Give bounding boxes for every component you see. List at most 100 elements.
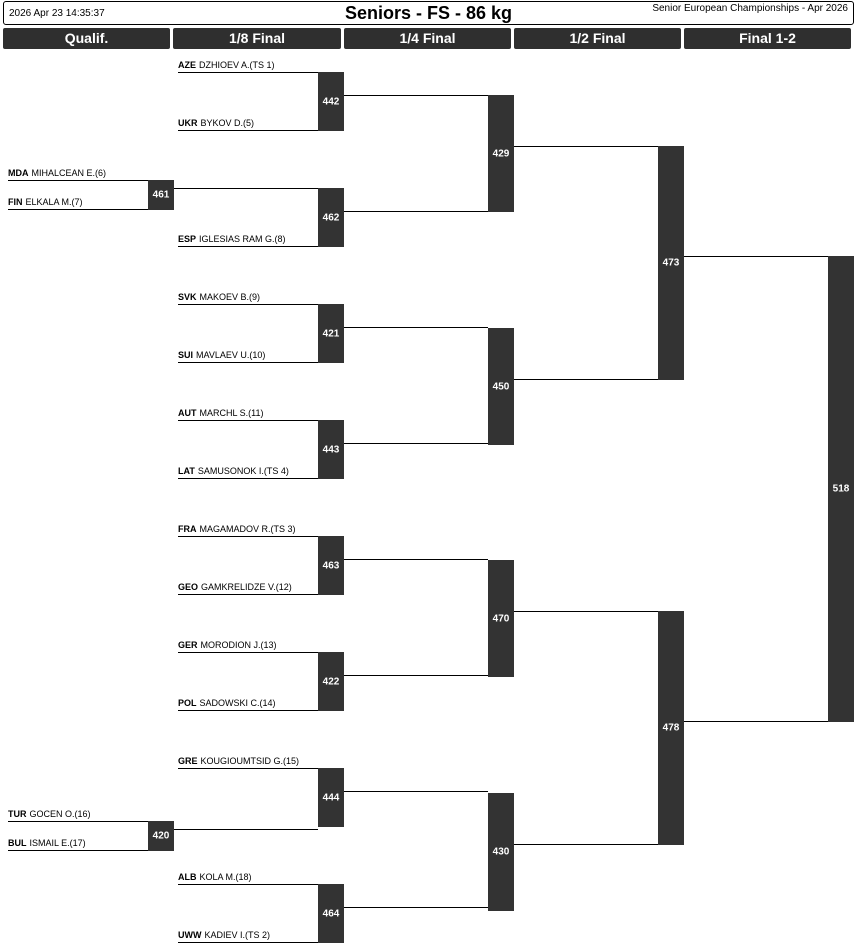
entrant-line — [178, 246, 318, 247]
wrestler-name: MAKOEV B.(9) — [199, 292, 261, 302]
column-header-final: Final 1-2 — [684, 28, 851, 49]
connector-line — [514, 146, 658, 147]
entrant-line — [178, 420, 318, 421]
connector-line — [684, 721, 828, 722]
country-code: GER — [178, 640, 198, 650]
entrant-line — [178, 768, 318, 769]
wrestler-name: KOUGIOUMTSID G.(15) — [200, 756, 300, 766]
bout-box[interactable]: 444 — [318, 768, 344, 827]
bout-box[interactable]: 443 — [318, 420, 344, 479]
bout-number: 420 — [152, 830, 170, 842]
wrestler-name: IGLESIAS RAM G.(8) — [199, 234, 286, 244]
entrant-line — [8, 209, 148, 210]
bout-box[interactable]: 463 — [318, 536, 344, 595]
country-code: LAT — [178, 466, 195, 476]
country-code: BUL — [8, 838, 27, 848]
country-code: AUT — [178, 408, 197, 418]
wrestler-name: GAMKRELIDZE V.(12) — [201, 582, 292, 592]
country-code: FRA — [178, 524, 197, 534]
bout-box[interactable]: 429 — [488, 95, 514, 212]
bout-number: 462 — [322, 212, 340, 223]
entrant-line — [178, 942, 318, 943]
connector-line — [174, 829, 318, 830]
bout-box[interactable]: 422 — [318, 652, 344, 711]
connector-line — [344, 559, 488, 560]
entrant-line — [178, 130, 318, 131]
bout-number: 430 — [492, 846, 510, 858]
bout-box[interactable]: 518 — [828, 256, 854, 722]
bout-number: 444 — [322, 792, 340, 803]
entrant-line — [178, 884, 318, 885]
bout-number: 443 — [322, 444, 340, 455]
country-code: SVK — [178, 292, 197, 302]
column-header-qualif: Qualif. — [3, 28, 170, 49]
bracket-header: 2026 Apr 23 14:35:37 Seniors - FS - 86 k… — [3, 1, 854, 25]
event-name: Senior European Championships - Apr 2026 — [652, 3, 848, 14]
entrant-line — [178, 536, 318, 537]
connector-line — [344, 443, 488, 444]
bout-number: 450 — [492, 381, 510, 392]
wrestler-name: ISMAIL E.(17) — [29, 838, 86, 848]
entrant-line — [8, 180, 148, 181]
bout-number: 421 — [322, 328, 340, 339]
entrant-line — [178, 594, 318, 595]
bout-box[interactable]: 420 — [148, 821, 174, 851]
column-header-eighth-final: 1/8 Final — [173, 28, 341, 49]
connector-line — [684, 256, 828, 257]
country-code: GRE — [178, 756, 198, 766]
bout-box[interactable]: 461 — [148, 180, 174, 210]
bout-box[interactable]: 470 — [488, 560, 514, 677]
bout-number: 461 — [152, 189, 170, 201]
entrant-line — [8, 850, 148, 851]
connector-line — [344, 327, 488, 328]
entrant-line — [178, 72, 318, 73]
country-code: AZE — [178, 60, 196, 70]
bout-box[interactable]: 450 — [488, 328, 514, 445]
bout-number: 518 — [832, 483, 850, 495]
bout-box[interactable]: 462 — [318, 188, 344, 247]
country-code: UWW — [178, 930, 202, 940]
wrestler-name: MIHALCEAN E.(6) — [31, 168, 107, 178]
bout-box[interactable]: 421 — [318, 304, 344, 363]
bout-number: 473 — [662, 257, 680, 269]
country-code: FIN — [8, 197, 23, 207]
bout-number: 463 — [322, 560, 340, 571]
page-title: Seniors - FS - 86 kg — [344, 3, 513, 23]
country-code: UKR — [178, 118, 198, 128]
bout-box[interactable]: 464 — [318, 884, 344, 943]
wrestler-name: GOCEN O.(16) — [29, 809, 91, 819]
wrestler-name: MORODION J.(13) — [200, 640, 277, 650]
connector-line — [344, 791, 488, 792]
timestamp: 2026 Apr 23 14:35:37 — [9, 8, 105, 19]
country-code: GEO — [178, 582, 199, 592]
connector-line — [344, 675, 488, 676]
bout-box[interactable]: 430 — [488, 793, 514, 911]
entrant-line — [178, 304, 318, 305]
column-header-semi-final: 1/2 Final — [514, 28, 681, 49]
wrestler-name: DZHIOEV A.(TS 1) — [199, 60, 275, 70]
bout-number: 429 — [492, 148, 510, 159]
bout-box[interactable]: 473 — [658, 146, 684, 380]
bout-box[interactable]: 442 — [318, 72, 344, 131]
wrestler-name: MAVLAEV U.(10) — [196, 350, 266, 360]
entrant-line — [178, 362, 318, 363]
entrant-line — [8, 821, 148, 822]
connector-line — [344, 907, 488, 908]
bout-box[interactable]: 478 — [658, 611, 684, 845]
column-header-quarter-final: 1/4 Final — [344, 28, 511, 49]
connector-line — [174, 188, 318, 189]
wrestler-name: KOLA M.(18) — [199, 872, 252, 882]
country-code: MDA — [8, 168, 29, 178]
